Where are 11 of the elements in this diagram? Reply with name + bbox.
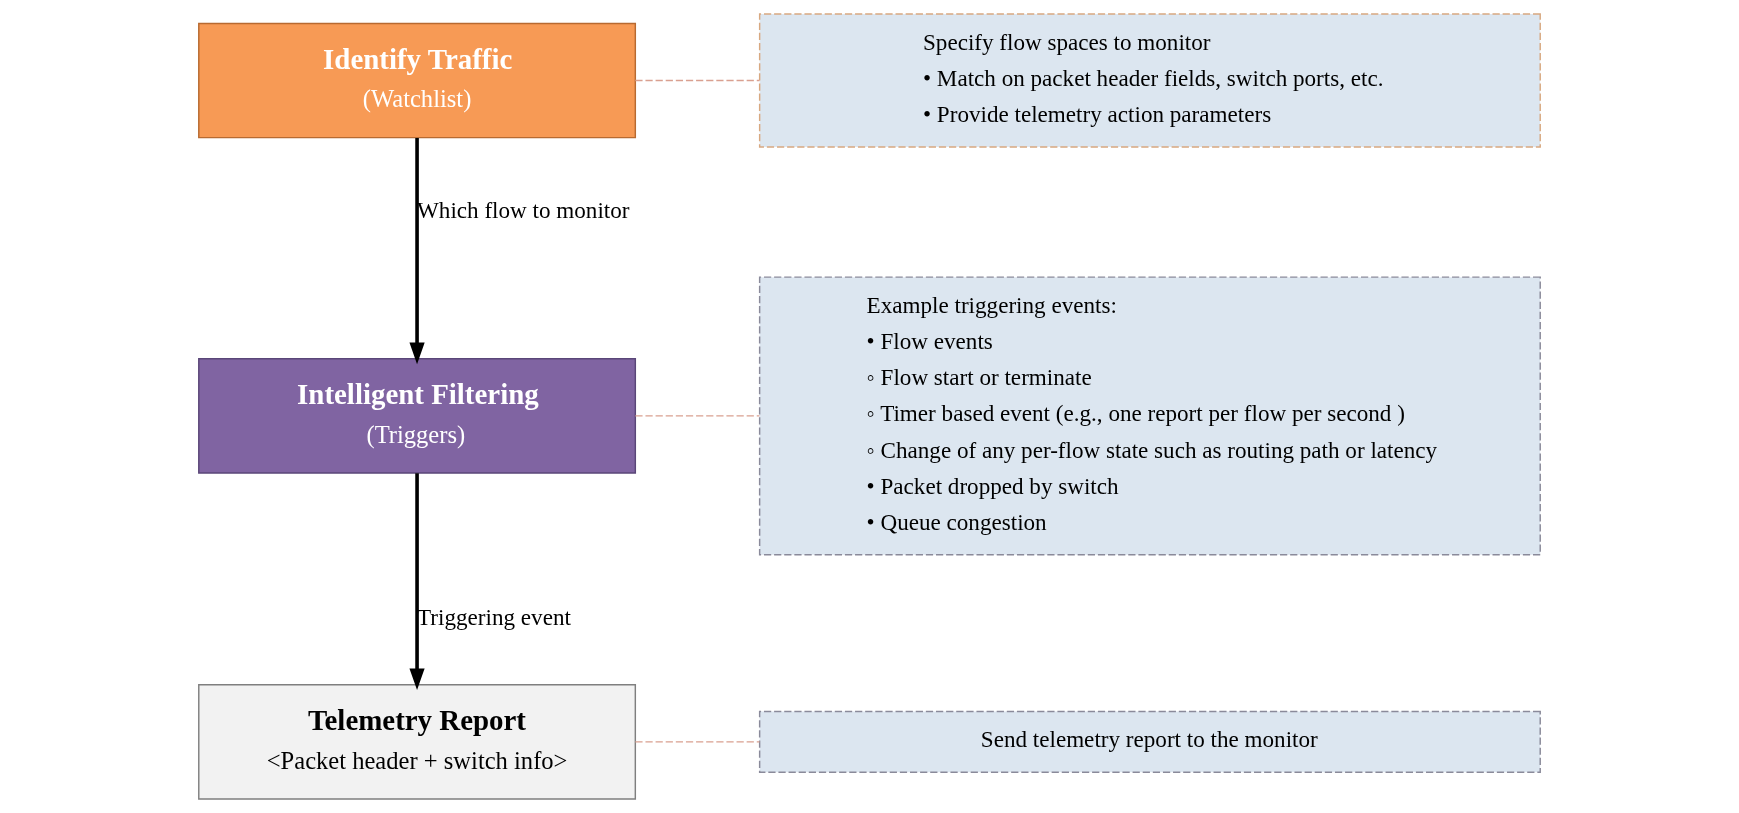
node-box: Example triggering events: • Flow events ◦ Flow start or terminate ◦ Timer based event (e.g., one report per flow per second ) ◦ Change of any per-flow state such as routing path or latency • Packet dropped by switch • Queue congestion <box>758 276 1541 556</box>
node-box: Identify Traffic (Watchlist) <box>198 22 637 139</box>
node-box: Specify flow spaces to monitor • Match on packet header fields, switch ports, etc. • Provide telemetry action parameters <box>758 13 1541 148</box>
connector <box>634 741 761 743</box>
node-box: Intelligent Filtering (Triggers) <box>198 358 637 474</box>
node-box: Send telemetry report to the monitor <box>758 710 1541 773</box>
arrow <box>409 473 425 691</box>
node-box: Telemetry Report <Packet header + switch info> <box>198 684 637 800</box>
connector <box>634 415 761 417</box>
connector <box>634 79 761 82</box>
arrow <box>409 138 425 365</box>
